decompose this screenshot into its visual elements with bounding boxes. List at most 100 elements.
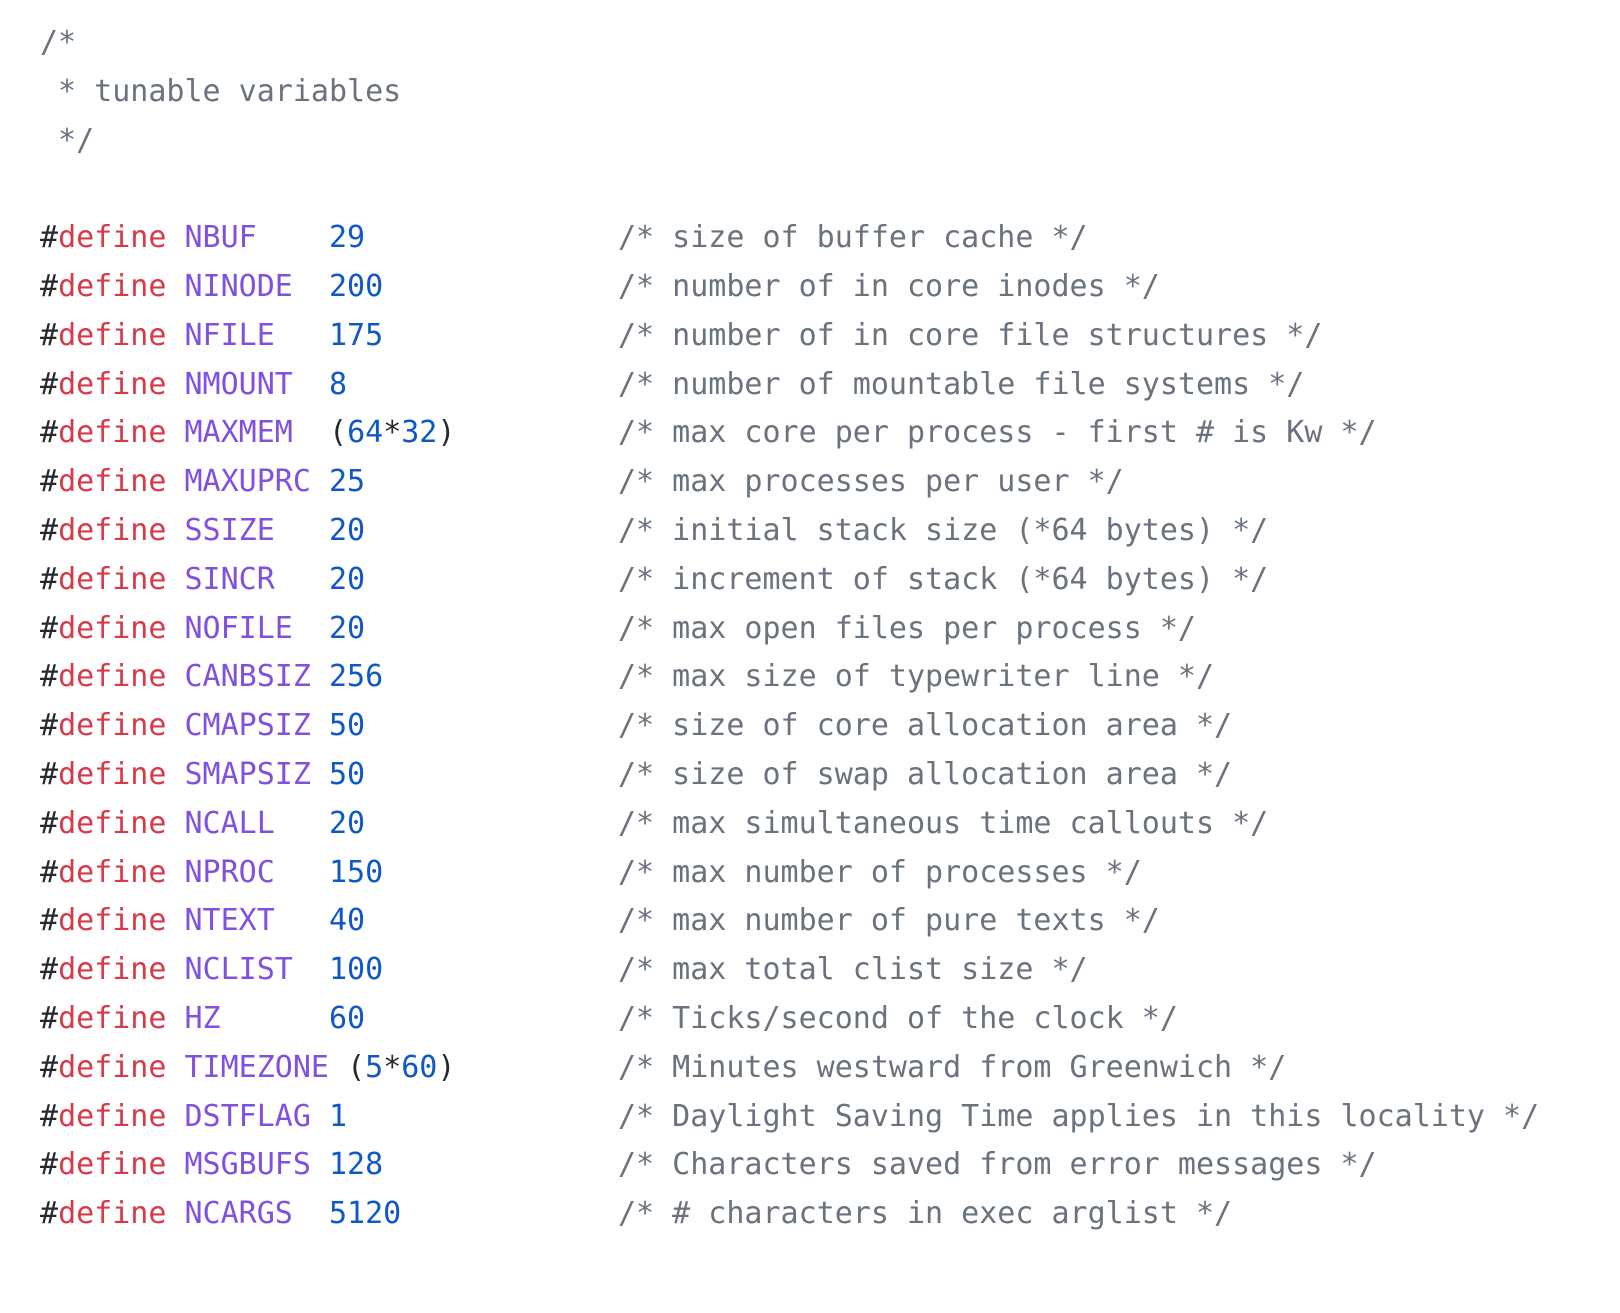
define-keyword: define (58, 610, 167, 646)
define-keyword: define (58, 1098, 167, 1134)
macro-name: NPROC (184, 854, 275, 890)
macro-name: NOFILE (184, 610, 293, 646)
gap (166, 220, 184, 255)
gap (166, 1196, 184, 1231)
gap (293, 611, 329, 646)
macro-value-number: 5120 (329, 1196, 402, 1232)
gap (293, 1196, 329, 1231)
gap (166, 806, 184, 841)
gap (166, 952, 184, 987)
gap (166, 903, 184, 938)
hash-token: # (40, 1147, 59, 1183)
macro-name: CANBSIZ (184, 659, 311, 695)
macro-value-number: 5 (365, 1049, 384, 1085)
gap (311, 757, 329, 792)
define-keyword: define (58, 903, 167, 939)
hash-token: # (40, 1049, 59, 1085)
hash-token: # (40, 1196, 59, 1232)
block-comment-text: */ (40, 122, 95, 158)
macro-value-number: 20 (329, 805, 366, 841)
line-comment-text: /* size of buffer cache */ (618, 220, 1088, 256)
gap (166, 611, 184, 646)
macro-name: SMAPSIZ (184, 756, 311, 792)
gap (166, 562, 184, 597)
hash-token: # (40, 659, 59, 695)
define-line: #define NPROC 150 /* max number of proce… (40, 849, 1620, 898)
define-keyword: define (58, 1000, 167, 1036)
gap (275, 903, 329, 938)
define-keyword: define (58, 1147, 167, 1183)
gap (275, 513, 329, 548)
line-comment-text: /* size of swap allocation area */ (618, 756, 1233, 792)
gap (166, 1099, 184, 1134)
line-comment-text: /* max number of pure texts */ (618, 903, 1160, 939)
gap (383, 1147, 618, 1182)
gap (365, 562, 618, 597)
hash-token: # (40, 756, 59, 792)
define-keyword: define (58, 1196, 167, 1232)
macro-value-number: 32 (401, 415, 438, 451)
define-keyword: define (58, 659, 167, 695)
define-line: #define NMOUNT 8 /* number of mountable … (40, 361, 1620, 410)
gap (257, 220, 329, 255)
gap (166, 1001, 184, 1036)
macro-value-number: 150 (329, 854, 384, 890)
macro-name: NCARGS (184, 1196, 293, 1232)
macro-name: NCALL (184, 805, 275, 841)
hash-token: # (40, 854, 59, 890)
hash-token: # (40, 220, 59, 256)
define-keyword: define (58, 756, 167, 792)
define-keyword: define (58, 415, 167, 451)
define-line: #define SSIZE 20 /* initial stack size (… (40, 507, 1620, 556)
gap (365, 513, 618, 548)
gap (275, 318, 329, 353)
line-comment-text: /* max processes per user */ (618, 464, 1124, 500)
line-comment-text: /* max total clist size */ (618, 952, 1088, 988)
gap (166, 855, 184, 890)
macro-value-punct: ( (329, 415, 348, 451)
line-comment-text: /* max simultaneous time callouts */ (618, 805, 1269, 841)
gap (401, 1196, 618, 1231)
gap (365, 708, 618, 743)
gap (365, 806, 618, 841)
gap (455, 1050, 618, 1085)
gap (166, 269, 184, 304)
define-keyword: define (58, 512, 167, 548)
gap (221, 1001, 329, 1036)
define-line: #define NCARGS 5120 /* # characters in e… (40, 1190, 1620, 1239)
macro-value-number: 100 (329, 952, 384, 988)
gap (365, 903, 618, 938)
macro-name: SSIZE (184, 512, 275, 548)
macro-value-number: 8 (329, 366, 348, 402)
define-keyword: define (58, 805, 167, 841)
hash-token: # (40, 1098, 59, 1134)
macro-name: MAXMEM (184, 415, 293, 451)
hash-token: # (40, 610, 59, 646)
macro-value-number: 175 (329, 317, 384, 353)
line-comment-text: /* number of in core inodes */ (618, 268, 1160, 304)
macro-value-number: 50 (329, 708, 366, 744)
define-line: #define MSGBUFS 128 /* Characters saved … (40, 1141, 1620, 1190)
hash-token: # (40, 366, 59, 402)
define-line: #define MAXUPRC 25 /* max processes per … (40, 458, 1620, 507)
macro-name: HZ (184, 1000, 221, 1036)
gap (365, 220, 618, 255)
macro-value-number: 20 (329, 610, 366, 646)
gap (311, 1147, 329, 1182)
macro-value-punct: ) (437, 415, 456, 451)
define-line: #define NFILE 175 /* number of in core f… (40, 312, 1620, 361)
define-keyword: define (58, 464, 167, 500)
macro-value-number: 256 (329, 659, 384, 695)
gap (293, 367, 329, 402)
define-line: #define CANBSIZ 256 /* max size of typew… (40, 653, 1620, 702)
line-comment-text: /* max size of typewriter line */ (618, 659, 1215, 695)
macro-value-number: 1 (329, 1098, 348, 1134)
gap (365, 1001, 618, 1036)
define-line: #define TIMEZONE (5*60) /* Minutes westw… (40, 1044, 1620, 1093)
macro-name: MSGBUFS (184, 1147, 311, 1183)
line-comment-text: /* Ticks/second of the clock */ (618, 1000, 1178, 1036)
macro-value-punct: * (383, 1049, 402, 1085)
gap (365, 611, 618, 646)
line-comment-text: /* Characters saved from error messages … (618, 1147, 1377, 1183)
